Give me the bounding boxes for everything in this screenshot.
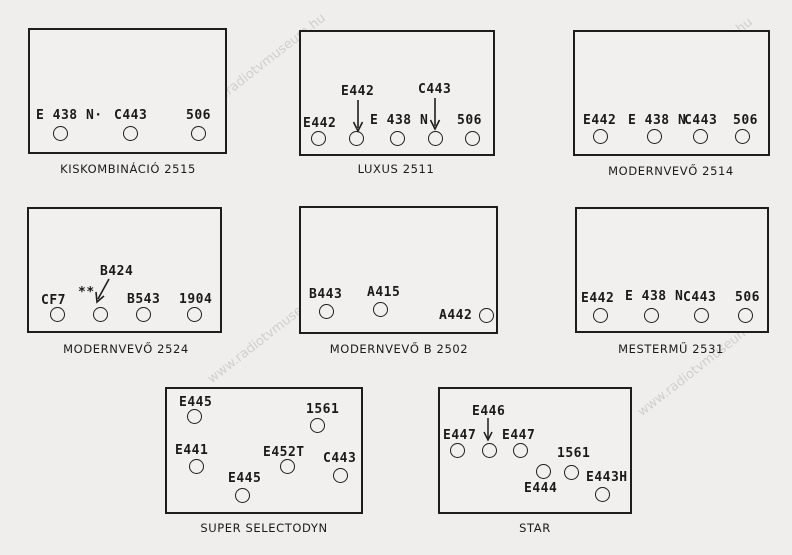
panel-caption: MODERNVEVŐ 2514 <box>608 164 734 178</box>
tube-socket <box>428 131 443 146</box>
tube-label: A442 <box>439 308 473 323</box>
tube-socket <box>390 131 405 146</box>
tube-socket <box>694 308 709 323</box>
tube-label: C443 <box>684 113 718 128</box>
tube-socket <box>593 129 608 144</box>
tube-socket <box>187 409 202 424</box>
tube-socket <box>319 304 334 319</box>
panel-caption: STAR <box>519 521 551 535</box>
tube-layout-modernvevo-b-2502: B443 A415 A442 <box>299 206 498 334</box>
arrow-icon <box>95 278 110 304</box>
tube-socket <box>479 308 494 323</box>
tube-label: 506 <box>457 113 482 128</box>
tube-socket <box>513 443 528 458</box>
tube-socket <box>647 129 662 144</box>
tube-label: E 438 N <box>625 289 684 304</box>
tube-label: E442 <box>581 291 615 306</box>
tube-socket <box>738 308 753 323</box>
tube-label: C443 <box>683 290 717 305</box>
tube-socket <box>373 302 388 317</box>
panel-caption: MESTERMŰ 2531 <box>618 342 724 356</box>
tube-label: C443 <box>114 108 148 123</box>
tube-socket <box>333 468 348 483</box>
tube-label: A415 <box>367 285 401 300</box>
tube-layout-modernvevo-2524: B424 ** CF7 B543 1904 <box>27 207 222 333</box>
tube-label: E447 <box>502 428 536 443</box>
tube-socket <box>693 129 708 144</box>
tube-label: E452T <box>263 445 305 460</box>
tube-socket <box>280 459 295 474</box>
tube-label: E441 <box>175 443 209 458</box>
tube-label: C443 <box>418 82 452 97</box>
tube-label: E 438 N <box>370 113 429 128</box>
tube-label: E446 <box>472 404 506 419</box>
tube-socket <box>50 307 65 322</box>
tube-label: B424 <box>100 264 134 279</box>
tube-layout-star: E446 E447 E447 1561 E444 E443H <box>438 387 632 514</box>
panel-caption: LUXUS 2511 <box>357 162 435 176</box>
tube-socket <box>644 308 659 323</box>
tube-label: E447 <box>443 428 477 443</box>
tube-socket <box>235 488 250 503</box>
tube-socket <box>311 131 326 146</box>
tube-socket <box>136 307 151 322</box>
tube-socket <box>187 307 202 322</box>
tube-socket <box>593 308 608 323</box>
tube-socket <box>93 307 108 322</box>
tube-layout-luxus-2511: E442 C443 E442 E 438 N 506 <box>299 30 495 156</box>
tube-label: E 438 N· <box>36 108 103 123</box>
tube-socket <box>189 459 204 474</box>
tube-socket <box>595 487 610 502</box>
panel-caption: SUPER SELECTODYN <box>200 521 328 535</box>
arrow-icon <box>352 100 364 133</box>
arrow-icon <box>429 98 441 131</box>
tube-label: 1561 <box>306 402 340 417</box>
tube-label: 1561 <box>557 446 591 461</box>
tube-label: E442 <box>341 84 375 99</box>
tube-label: E442 <box>303 116 337 131</box>
panel-caption: MODERNVEVŐ 2524 <box>63 342 189 356</box>
tube-label: 1904 <box>179 292 213 307</box>
tube-layout-mestermu-2531: E442 E 438 N C443 506 <box>575 207 769 333</box>
tube-socket <box>536 464 551 479</box>
tube-label: E445 <box>179 395 213 410</box>
tube-label: C443 <box>323 451 357 466</box>
tube-label: CF7 <box>41 293 66 308</box>
panel-caption: MODERNVEVŐ B 2502 <box>329 342 469 356</box>
tube-label: E 438 N <box>628 113 687 128</box>
tube-socket <box>450 443 465 458</box>
tube-label: E442 <box>583 113 617 128</box>
panel-caption: KISKOMBINÁCIÓ 2515 <box>60 162 196 176</box>
tube-label: E444 <box>524 481 558 496</box>
tube-socket <box>123 126 138 141</box>
arrow-icon <box>483 418 493 442</box>
tube-label: 506 <box>733 113 758 128</box>
tube-socket <box>310 418 325 433</box>
tube-label: B543 <box>127 292 161 307</box>
tube-layout-kiskombinacio-2515: E 438 N· C443 506 <box>28 28 227 154</box>
tube-socket <box>564 465 579 480</box>
tube-socket <box>53 126 68 141</box>
tube-label: ** <box>78 285 95 300</box>
tube-label: 506 <box>186 108 211 123</box>
tube-socket <box>191 126 206 141</box>
tube-layout-modernvevo-2514: E442 E 438 N C443 506 <box>573 30 770 156</box>
tube-label: B443 <box>309 287 343 302</box>
tube-socket <box>735 129 750 144</box>
tube-layout-super-selectodyn: E445 1561 E441 E452T C443 E445 <box>165 387 363 514</box>
tube-label: E443H <box>586 470 628 485</box>
tube-label: E445 <box>228 471 262 486</box>
tube-label: 506 <box>735 290 760 305</box>
tube-socket <box>465 131 480 146</box>
tube-socket <box>482 443 497 458</box>
tube-socket <box>349 131 364 146</box>
